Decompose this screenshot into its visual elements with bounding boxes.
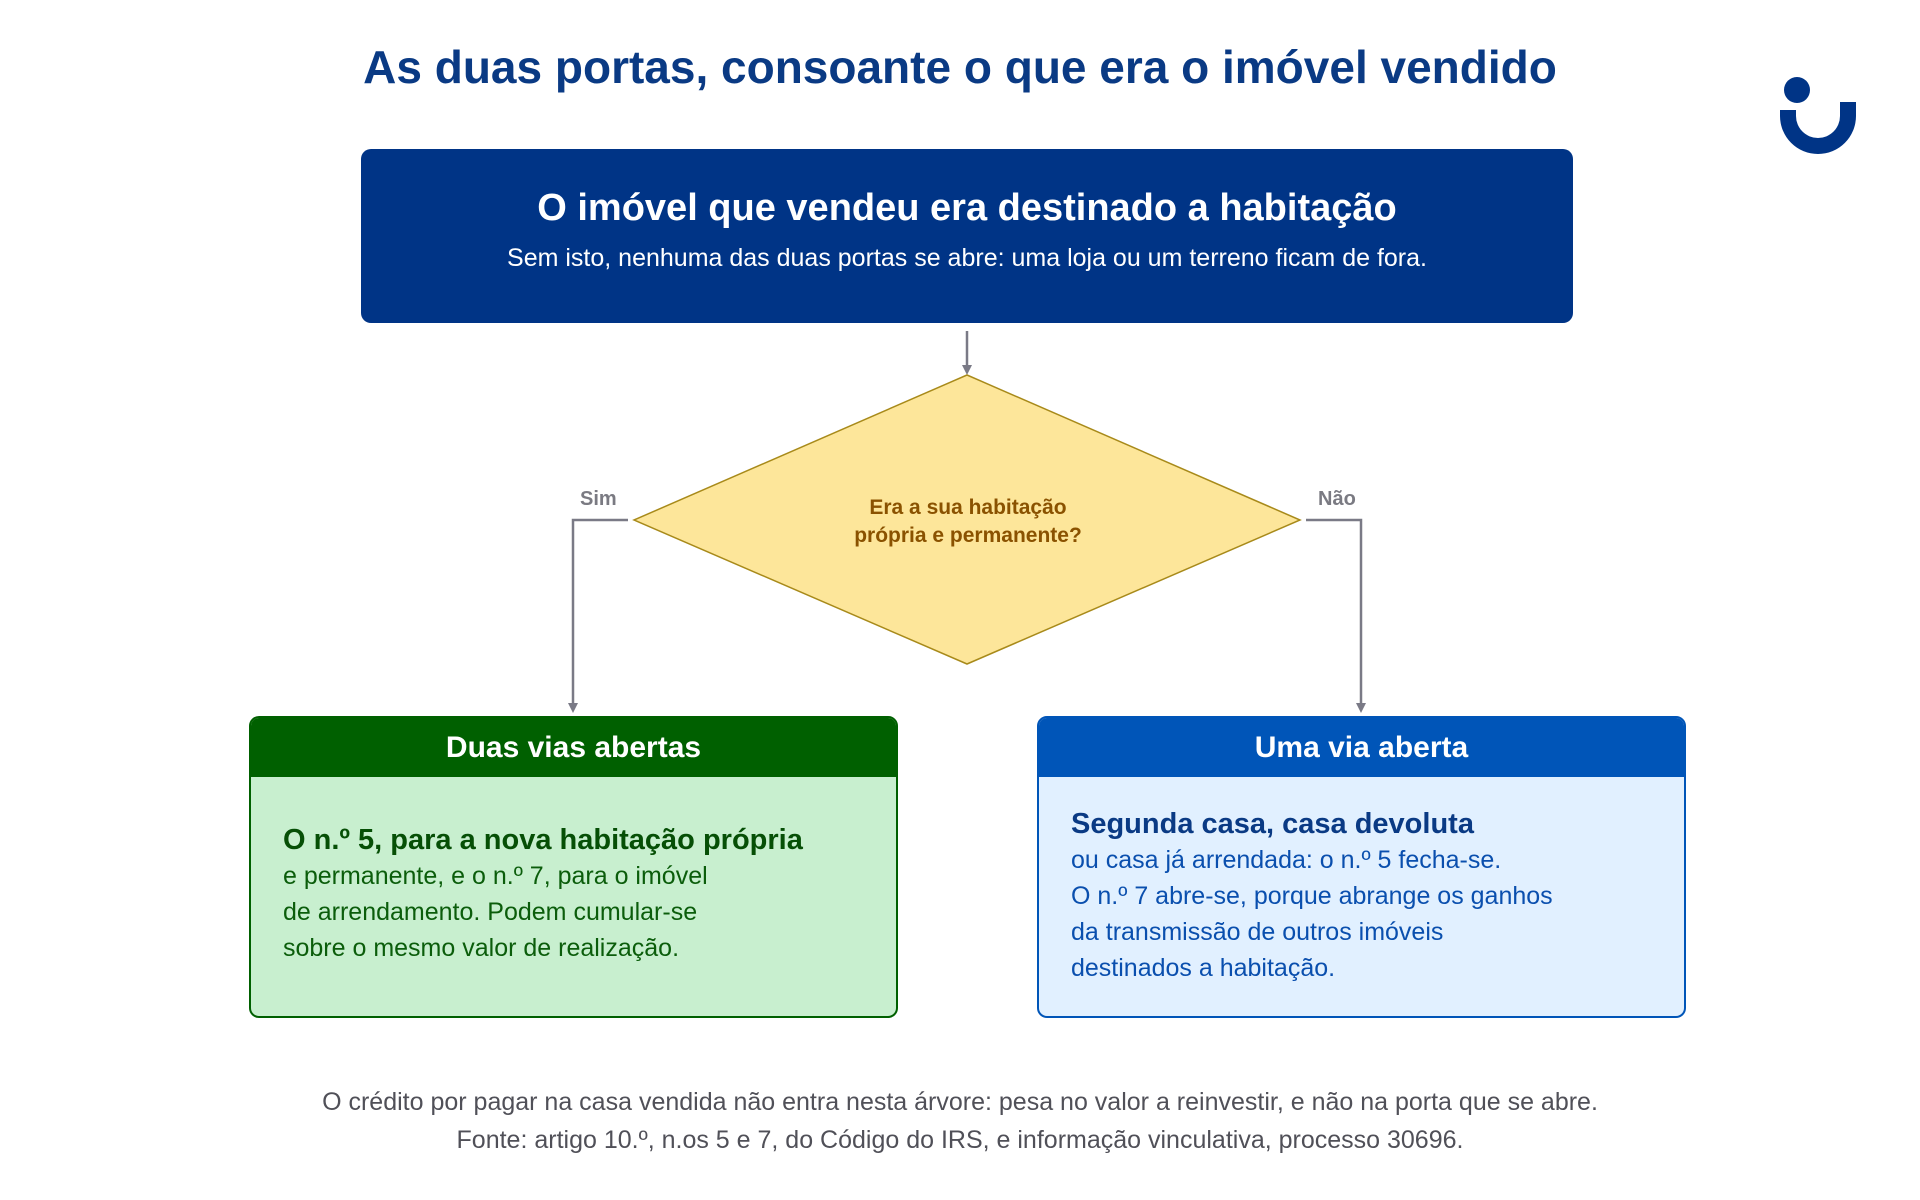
footer-source: Fonte: artigo 10.º, n.os 5 e 7, do Códig…: [456, 1126, 1464, 1154]
premise-subtitle: Sem isto, nenhuma das duas portas se abr…: [507, 244, 1427, 272]
card-line: da transmissão de outros imóveis: [1071, 918, 1444, 946]
card-body: Segunda casa, casa devoluta ou casa já a…: [1071, 806, 1664, 986]
card-lead: Segunda casa, casa devoluta: [1071, 808, 1474, 840]
card-line: destinados a habitação.: [1071, 954, 1336, 982]
connector-no: [1306, 518, 1366, 713]
decision-diamond: [632, 374, 1302, 665]
decision-line: própria e permanente?: [854, 524, 1082, 547]
card-header: Uma via aberta: [1039, 718, 1684, 777]
footer-note: O crédito por pagar na casa vendida não …: [322, 1088, 1598, 1116]
result-card-two-ways: Duas vias abertas O n.º 5, para a nova h…: [249, 716, 898, 1018]
brand-logo-icon: [1780, 77, 1856, 154]
card-line: sobre o mesmo valor de realização.: [283, 934, 680, 962]
card-lead: O n.º 5, para a nova habitação própria: [283, 824, 803, 856]
card-line: e permanente, e o n.º 7, para o imóvel: [283, 862, 708, 890]
branch-label-no: Não: [1318, 488, 1356, 510]
decision-line: Era a sua habitação: [869, 496, 1067, 519]
diagram-title: As duas portas, consoante o que era o im…: [363, 41, 1557, 93]
logo-arc: [1780, 102, 1856, 154]
branch-label-yes: Sim: [580, 488, 617, 510]
card-header: Duas vias abertas: [251, 718, 896, 777]
premise-box: O imóvel que vendeu era destinado a habi…: [361, 149, 1573, 323]
premise-title: O imóvel que vendeu era destinado a habi…: [537, 187, 1397, 229]
logo-dot: [1784, 77, 1810, 103]
connector-yes: [568, 518, 628, 713]
result-card-one-way: Uma via aberta Segunda casa, casa devolu…: [1037, 716, 1686, 1018]
card-line: de arrendamento. Podem cumular-se: [283, 898, 698, 926]
card-line: O n.º 7 abre-se, porque abrange os ganho…: [1071, 882, 1553, 910]
decision-question: Era a sua habitação própria e permanente…: [760, 494, 1176, 550]
card-line: ou casa já arrendada: o n.º 5 fecha-se.: [1071, 846, 1502, 874]
card-body: O n.º 5, para a nova habitação própria e…: [283, 822, 876, 966]
